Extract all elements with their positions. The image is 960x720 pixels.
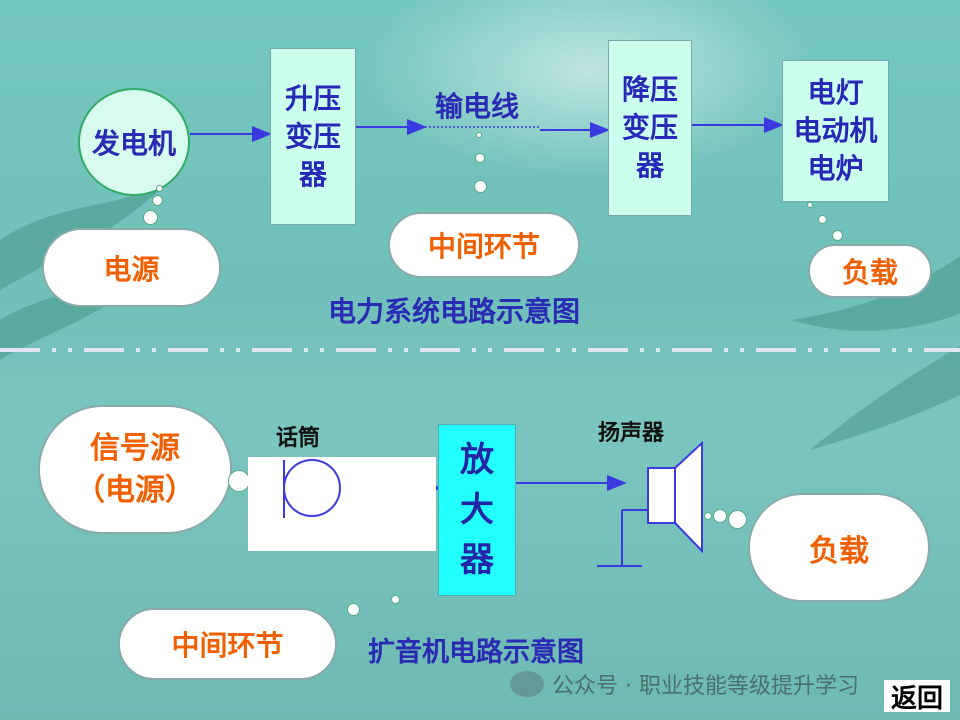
thought-dot (228, 470, 250, 492)
thought-dot (818, 215, 827, 224)
microphone-panel (248, 457, 436, 551)
generator-circle: 发电机 (78, 88, 190, 196)
middle-cloud-top-label: 中间环节 (427, 230, 540, 263)
thought-dot (476, 132, 482, 138)
power-system-caption: 电力系统电路示意图 (328, 295, 581, 328)
generator-label: 发电机 (91, 127, 176, 160)
microphone-label: 话筒 (276, 426, 321, 451)
load-cloud-top: 负载 (808, 244, 932, 298)
load-devices-box: 电灯 电动机 电炉 (782, 60, 889, 202)
transmission-line-label: 输电线 (435, 90, 520, 123)
middle-cloud-bottom-label: 中间环节 (171, 629, 284, 662)
speaker-icon (647, 440, 703, 554)
source-cloud: 电源 (42, 228, 221, 307)
thought-dot (832, 230, 843, 241)
signal-source-label: 信号源 （电源） (75, 430, 195, 508)
step-down-transformer: 降压 变压 器 (608, 40, 692, 216)
watermark-text: 公众号 · 职业技能等级提升学习 (552, 674, 859, 699)
step-up-transformer: 升压 变压 器 (270, 48, 356, 225)
thought-dot (152, 195, 163, 206)
thought-dot (704, 512, 712, 520)
load-cloud-bottom-label: 负载 (809, 533, 869, 569)
thought-dot (807, 202, 813, 208)
amplifier-caption: 扩音机电路示意图 (368, 637, 584, 668)
thought-dot (713, 509, 727, 523)
wechat-icon (510, 671, 544, 697)
load-cloud-bottom: 负载 (748, 493, 930, 602)
thought-dot (474, 180, 487, 193)
signal-source-cloud: 信号源 （电源） (38, 405, 232, 534)
thought-dot (728, 510, 747, 529)
middle-cloud-top: 中间环节 (388, 212, 580, 278)
watermark: 公众号 · 职业技能等级提升学习 (510, 668, 859, 700)
source-cloud-label: 电源 (103, 252, 160, 286)
thought-dot (347, 603, 360, 616)
step-down-transformer-label: 降压 变压 器 (621, 73, 678, 182)
step-up-transformer-label: 升压 变压 器 (284, 81, 341, 191)
amplifier-box: 放 大 器 (438, 424, 516, 596)
thought-dot (391, 595, 400, 604)
back-button[interactable]: 返回 (884, 680, 950, 714)
load-devices-label: 电灯 电动机 电炉 (793, 76, 878, 185)
load-cloud-top-label: 负载 (841, 256, 898, 289)
thought-dot (475, 153, 485, 163)
middle-cloud-bottom: 中间环节 (118, 608, 337, 680)
background-glow (360, 0, 820, 180)
microphone-icon (283, 459, 341, 518)
thought-dot (143, 210, 158, 225)
thought-dot (156, 185, 163, 192)
palm-leaf-right (790, 256, 960, 450)
back-button-label: 返回 (890, 683, 943, 714)
speaker-label: 扬声器 (598, 421, 665, 446)
amplifier-label: 放 大 器 (460, 440, 494, 580)
